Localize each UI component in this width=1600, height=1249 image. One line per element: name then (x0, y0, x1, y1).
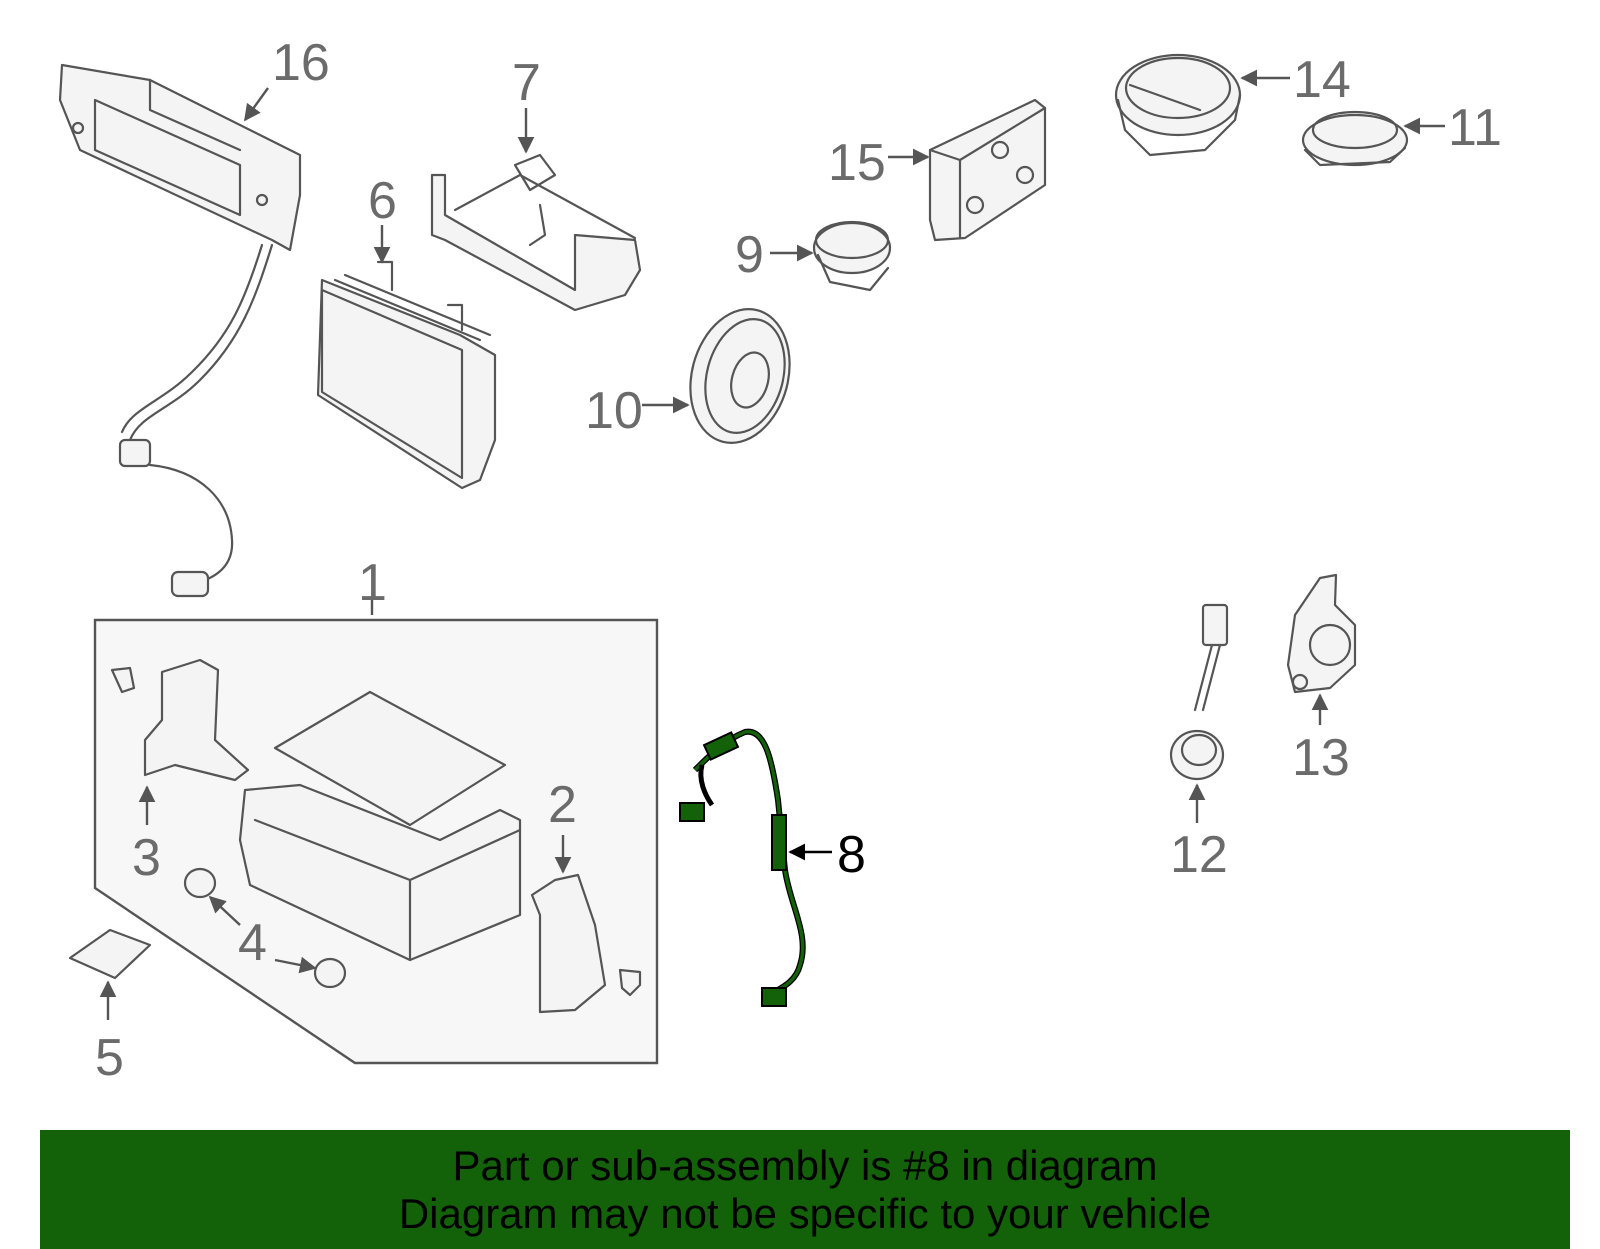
part-11-tweeter (1301, 110, 1409, 167)
callout-10: 10 (585, 382, 643, 440)
callout-7: 7 (512, 54, 541, 112)
part-1-assembly-box (93, 618, 659, 1065)
callout-2: 2 (548, 776, 577, 834)
callout-14: 14 (1293, 51, 1351, 109)
part-12-socket (1169, 603, 1229, 781)
part-10-woofer (689, 308, 791, 444)
part-7-bracket (430, 153, 642, 312)
callout-12: 12 (1170, 826, 1228, 884)
part-6-display (316, 260, 497, 490)
callout-3: 3 (132, 829, 161, 887)
part-14-speaker (1114, 53, 1242, 157)
callout-16: 16 (272, 34, 330, 92)
part-15-module (928, 98, 1047, 242)
banner-line-1: Part or sub-assembly is #8 in diagram (452, 1142, 1158, 1189)
callout-6: 6 (368, 172, 397, 230)
callout-1: 1 (358, 554, 387, 612)
callout-8: 8 (837, 826, 866, 884)
callout-4: 4 (238, 914, 267, 972)
callout-13: 13 (1292, 729, 1350, 787)
callout-11: 11 (1448, 99, 1502, 157)
info-banner: Part or sub-assembly is #8 in diagram Di… (40, 1130, 1570, 1249)
callout-5: 5 (95, 1029, 124, 1087)
part-8-harness (679, 728, 806, 1007)
banner-line-2: Diagram may not be specific to your vehi… (398, 1190, 1212, 1237)
leader-lines (99, 69, 1445, 1020)
parts-diagram: 1 2 3 4 5 6 7 8 9 10 11 12 13 14 15 16 (58, 34, 1502, 1087)
callout-15: 15 (828, 134, 886, 192)
part-13-sensor (1286, 573, 1357, 694)
part-16-bracket (58, 63, 302, 598)
part-5-pad (68, 928, 152, 980)
callout-9: 9 (735, 226, 764, 284)
part-9-speaker (812, 220, 892, 292)
